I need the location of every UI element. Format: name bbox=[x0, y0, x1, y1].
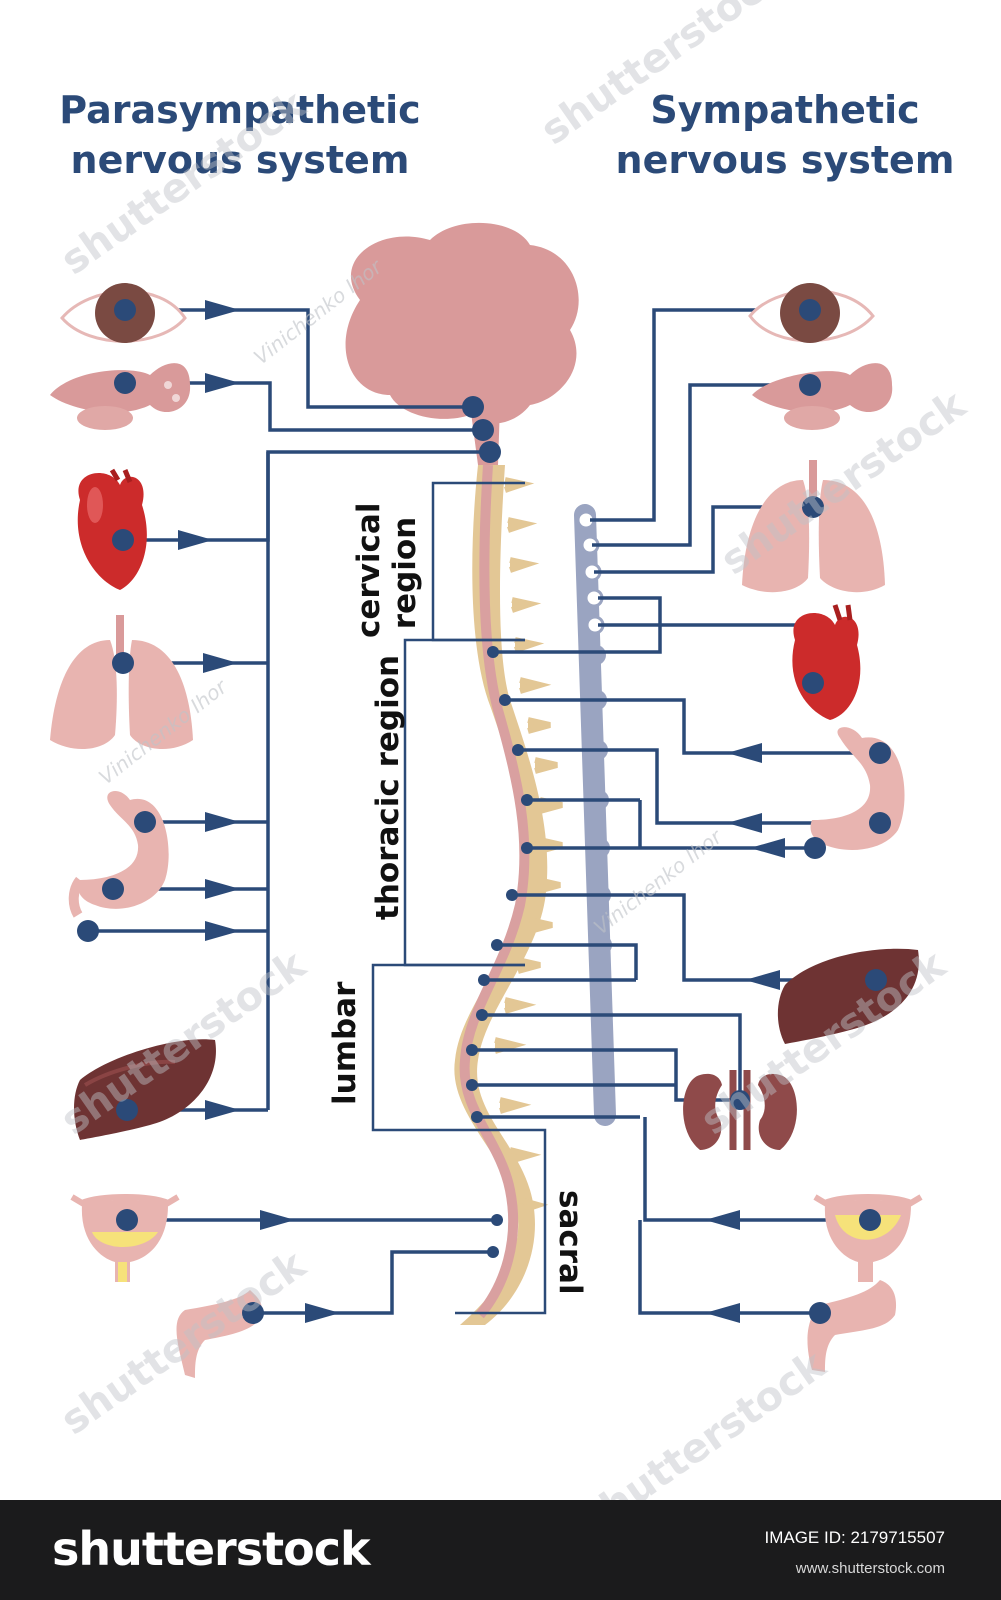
parasympathetic-arrows bbox=[178, 300, 340, 1323]
right-liver-icon bbox=[777, 948, 919, 1044]
sympathetic-arrows bbox=[705, 743, 785, 1323]
right-eye-icon bbox=[748, 283, 875, 343]
cervical-region-label: cervical region bbox=[351, 502, 423, 638]
thoracic-region-label: thoracic region bbox=[370, 654, 406, 920]
footer-site-link[interactable]: www.shutterstock.com bbox=[795, 1560, 945, 1577]
sympathetic-title-line1: Sympathetic bbox=[650, 88, 920, 132]
footer-image-id: IMAGE ID: 2179715507 bbox=[764, 1528, 945, 1547]
footer-bar: shutterstock IMAGE ID: 2179715507 www.sh… bbox=[0, 1500, 1001, 1600]
left-intestine-icon bbox=[176, 1290, 264, 1378]
sympathetic-title-line2: nervous system bbox=[615, 138, 955, 182]
right-lungs-icon bbox=[742, 460, 885, 593]
left-stomach-icon bbox=[68, 790, 169, 942]
parasympathetic-title-line1: Parasympathetic bbox=[59, 88, 421, 132]
sympathetic-title: Sympathetic nervous system bbox=[590, 85, 980, 185]
sympathetic-ganglion-chain bbox=[574, 504, 616, 1126]
right-bladder-icon bbox=[813, 1194, 923, 1282]
right-kidneys-icon bbox=[683, 1070, 797, 1150]
parasympathetic-title: Parasympathetic nervous system bbox=[20, 85, 460, 185]
cervical-label-line2: region bbox=[387, 516, 423, 630]
footer-logo[interactable]: shutterstock bbox=[52, 1522, 371, 1576]
right-stomach-icon bbox=[804, 727, 905, 859]
left-liver-icon bbox=[74, 1039, 216, 1140]
right-intestine-icon bbox=[807, 1280, 897, 1372]
sympathetic-nodes bbox=[466, 646, 533, 1123]
region-brackets bbox=[371, 481, 547, 1315]
nervous-system-diagram bbox=[50, 222, 923, 1378]
left-salivary-gland-icon bbox=[50, 363, 191, 430]
parasympathetic-nodes bbox=[462, 396, 503, 1258]
left-bladder-icon bbox=[70, 1194, 180, 1282]
lumbar-region-label: lumbar bbox=[327, 981, 363, 1105]
sacral-region-label: sacral bbox=[552, 1190, 588, 1295]
right-heart-icon bbox=[792, 604, 861, 720]
right-salivary-gland-icon bbox=[752, 363, 893, 430]
left-lungs-icon bbox=[50, 615, 193, 750]
left-eye-icon bbox=[60, 283, 187, 343]
cervical-label-line1: cervical bbox=[351, 502, 387, 638]
parasympathetic-title-line2: nervous system bbox=[70, 138, 410, 182]
left-heart-icon bbox=[77, 468, 147, 590]
